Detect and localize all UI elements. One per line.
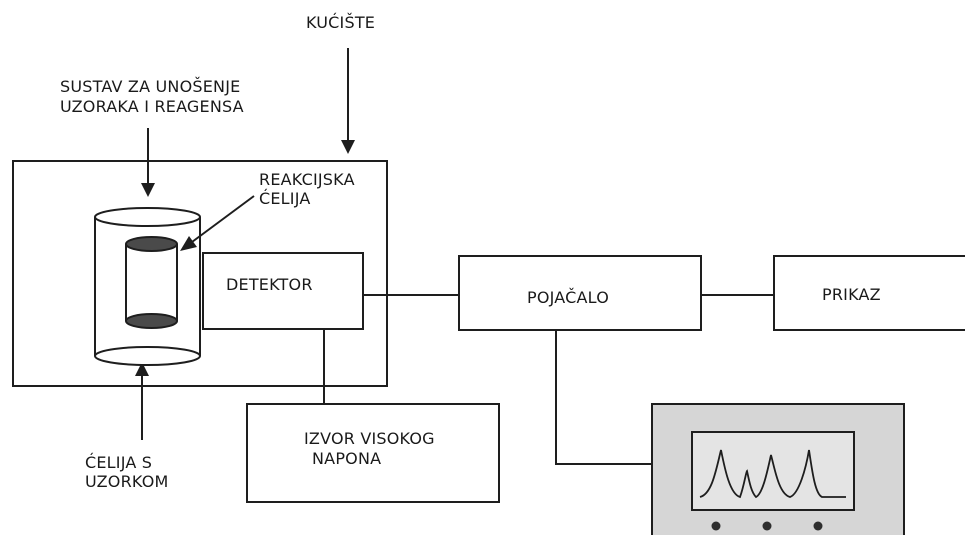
display-label: PRIKAZ bbox=[822, 285, 881, 304]
reaction-cell-label-line1: REAKCIJSKA bbox=[259, 170, 355, 189]
housing-arrow bbox=[341, 48, 355, 154]
hv-source-box bbox=[246, 403, 500, 503]
sample-cell-label-line1: ĆELIJA S bbox=[85, 453, 153, 472]
amplifier-label: POJAČALO bbox=[527, 288, 609, 307]
amplifier-box bbox=[458, 255, 702, 331]
detector-label: DETEKTOR bbox=[226, 275, 313, 294]
oscilloscope bbox=[651, 403, 905, 535]
connectors bbox=[323, 294, 774, 465]
reaction-cell-cylinder bbox=[125, 236, 178, 329]
injection-system-label-line1: SUSTAV ZA UNOŠENJE bbox=[60, 77, 241, 96]
reaction-cell-label-line2: ĆELIJA bbox=[259, 189, 311, 208]
hv-source-label-line1: IZVOR VISOKOG bbox=[304, 429, 435, 448]
sample-cell-cylinder bbox=[94, 207, 201, 366]
sample-cell-label-line2: UZORKOM bbox=[85, 472, 169, 491]
reaction-cell-arrow bbox=[180, 195, 255, 251]
detector-box bbox=[202, 252, 364, 330]
housing-box bbox=[12, 160, 388, 387]
injection-system-label-line2: UZORAKA I REAGENSA bbox=[60, 97, 244, 116]
display-box bbox=[773, 255, 965, 331]
injection-arrow bbox=[141, 128, 155, 197]
housing-label: KUĆIŠTE bbox=[306, 13, 376, 32]
hv-source-label-line2: NAPONA bbox=[312, 449, 382, 468]
